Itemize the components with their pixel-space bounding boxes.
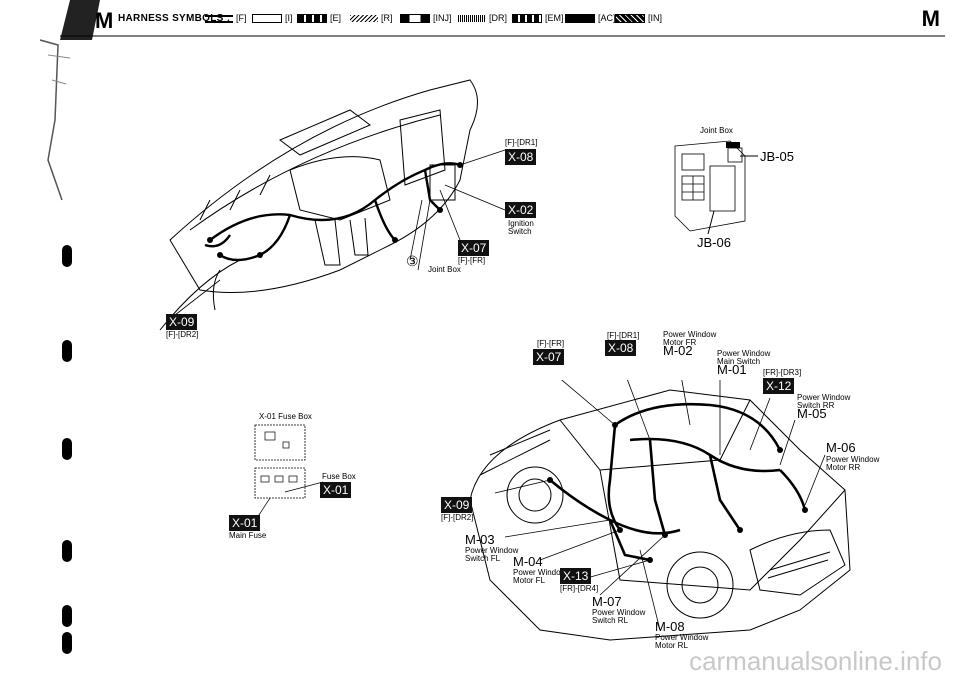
connector-x12-tag: X-12 (763, 378, 795, 394)
x13-harness-code: [FR]-[DR4] (560, 584, 599, 593)
joint-box-illustration (674, 140, 758, 235)
m04-desc-2: Motor FL (513, 576, 546, 585)
dashboard-harness-illustration (159, 79, 506, 331)
m05-desc-1: Power Window (797, 393, 851, 402)
x09-harness-code-car: [F]-[DR2] (441, 513, 474, 522)
section-letter-right: M (921, 6, 940, 31)
m01-label: M-01 (717, 362, 747, 377)
binding-hole (62, 540, 72, 562)
jb05-label: JB-05 (760, 149, 794, 164)
x12-harness-code: [FR]-[DR3] (763, 368, 802, 377)
connector-x13-tag: X-13 (560, 568, 592, 584)
joint-box-pointer-label: Joint Box (428, 265, 461, 274)
ignition-label: Ignition (508, 219, 534, 228)
m08-desc-2: Motor RL (655, 641, 688, 650)
header-bar: M HARNESS SYMBOLS : [F] [I] [E] [R] [INJ… (0, 0, 960, 40)
m03-label: M-03 (465, 532, 495, 547)
connector-x01-tag-b: X-01 (229, 515, 261, 531)
m06-desc-2: Motor RR (826, 463, 861, 472)
m06-desc-1: Power Window (826, 455, 880, 464)
x09-harness-code-dash: [F]-[DR2] (166, 330, 199, 339)
binding-hole (62, 632, 72, 654)
m05-desc-2: Switch RR (797, 401, 835, 410)
joint-box-title: Joint Box (700, 126, 733, 135)
symbol-inj: [INJ] (400, 13, 452, 24)
connector-x01-tag-a: X-01 (320, 482, 352, 498)
connector-x08-tag-car: X-08 (605, 340, 637, 356)
m03-desc-2: Switch FL (465, 554, 501, 563)
m02-desc-1: Power Window (663, 330, 717, 339)
car-harness-illustration (469, 380, 851, 641)
m05-label: M-05 (797, 406, 827, 421)
symbol-ac: [AC] (565, 13, 616, 24)
x07-harness-code: [F]-[FR] (458, 256, 486, 265)
symbol-r: [R] (350, 13, 393, 23)
x07-harness-code-car: [F]-[FR] (537, 339, 565, 348)
binding-hole (62, 245, 72, 267)
m04-desc-1: Power Window (513, 568, 567, 577)
symbol-in: [IN] (615, 13, 662, 24)
m07-desc-1: Power Window (592, 608, 646, 617)
callout-circle-3: ③ (406, 253, 419, 269)
m03-desc-1: Power Window (465, 546, 519, 555)
symbol-e: [E] (297, 13, 341, 24)
m02-desc-2: Motor FR (663, 338, 697, 347)
header-rule (60, 0, 945, 40)
harness-symbols-label: HARNESS SYMBOLS : (118, 13, 231, 24)
connector-x09-tag-dash: X-09 (166, 314, 198, 330)
m06-label: M-06 (826, 440, 856, 455)
fuse-box-label: Fuse Box (322, 472, 356, 481)
m02-label: M-02 (663, 343, 693, 358)
m07-desc-2: Switch RL (592, 616, 629, 625)
x08-harness-code: [F]-[DR1] (505, 138, 538, 147)
m01-desc-2: Main Switch (717, 357, 761, 366)
fuse-box-title: X-01 Fuse Box (259, 412, 312, 421)
connector-x07-tag-car: X-07 (533, 349, 565, 365)
main-fuse-label: Main Fuse (229, 531, 267, 540)
binding-hole (62, 605, 72, 627)
watermark-text: carmanualsonline.info (689, 646, 942, 676)
symbol-i: [I] (252, 13, 293, 24)
fuse-box-illustration (254, 424, 324, 519)
x08-harness-code-car: [F]-[DR1] (607, 331, 640, 340)
m04-label: M-04 (513, 554, 543, 569)
symbol-f: [F] (205, 13, 247, 23)
scan-edge-marks (39, 39, 71, 201)
symbol-dr: [DR] (458, 13, 507, 23)
connector-x07-tag: X-07 (458, 240, 490, 256)
m08-label: M-08 (655, 619, 685, 634)
switch-label: Switch (508, 227, 532, 236)
binding-hole (62, 340, 72, 362)
m01-desc-1: Power Window (717, 349, 771, 358)
m08-desc-1: Power Window (655, 633, 709, 642)
binding-hole (62, 438, 72, 460)
section-letter-left: M (95, 8, 114, 33)
m07-label: M-07 (592, 594, 622, 609)
symbol-em: [EM] (512, 13, 564, 24)
jb06-label: JB-06 (697, 235, 731, 250)
connector-x08-tag: X-08 (505, 149, 537, 165)
connector-x02-tag: X-02 (505, 202, 537, 218)
connector-x09-tag-car: X-09 (441, 497, 473, 513)
